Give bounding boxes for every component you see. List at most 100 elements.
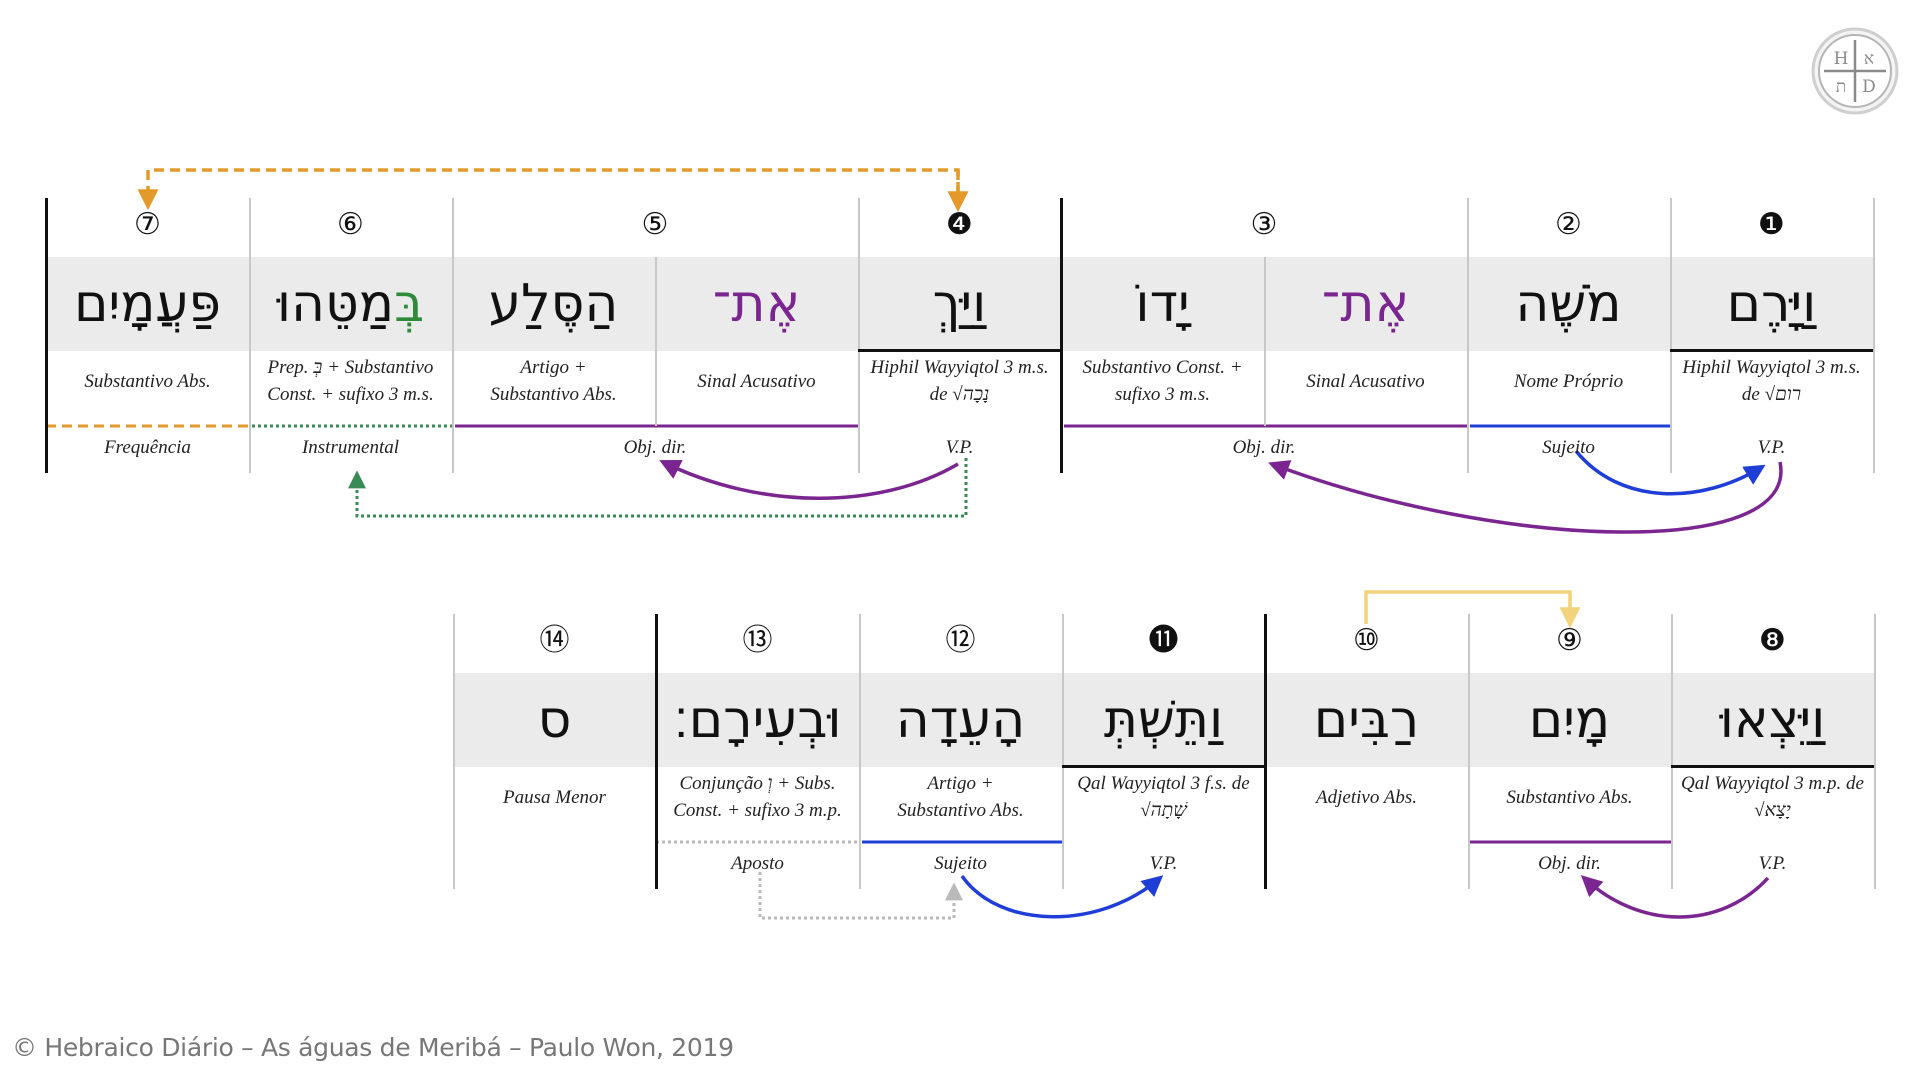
grammar-note: Hiphil Wayyiqtol 3 m.s.de √נָכָה bbox=[858, 351, 1061, 411]
grammar-note: Substantivo Abs. bbox=[1468, 767, 1671, 827]
grammar-note: Qal Wayyiqtol 3 m.p. de√יָצָא bbox=[1671, 767, 1874, 827]
syntactic-function: Instrumental bbox=[301, 437, 400, 458]
column-divider bbox=[1468, 614, 1470, 889]
segment-number: ③ bbox=[1250, 207, 1278, 242]
hebrew-word: הָעֵדָה bbox=[859, 673, 1062, 767]
grammar-line: Substantivo Abs. bbox=[84, 370, 211, 392]
hebrew-word-part: פַּעֲמָיִם bbox=[74, 274, 221, 334]
segment-number: ❽ bbox=[1759, 623, 1786, 658]
segment-number: ⓫ bbox=[1148, 623, 1179, 658]
column-divider bbox=[1467, 198, 1469, 473]
grammar-note: Sinal Acusativo bbox=[655, 351, 858, 411]
syntactic-function: V.P. bbox=[1149, 853, 1178, 874]
segment-number: ⑫ bbox=[945, 623, 976, 658]
syntactic-function: Obj. dir. bbox=[623, 437, 687, 458]
column-divider bbox=[453, 614, 455, 889]
segment-number: ❹ bbox=[946, 207, 973, 242]
grammar-note: Artigo +Substantivo Abs. bbox=[452, 351, 655, 411]
syntactic-function: Aposto bbox=[731, 853, 784, 874]
column-divider bbox=[655, 257, 657, 426]
grammar-note: Qal Wayyiqtol 3 f.s. de√שָׁתָה bbox=[1062, 767, 1265, 827]
logo-letter: א bbox=[1864, 49, 1874, 69]
verb-underline bbox=[1671, 765, 1874, 768]
grammar-line: Substantivo Abs. bbox=[897, 800, 1024, 821]
hebrew-word-part: וַיַּךְ bbox=[932, 274, 987, 334]
verb-underline bbox=[1062, 765, 1265, 768]
grammar-line: Artigo + bbox=[520, 357, 587, 378]
hebrew-word-part: מֹשֶׁה bbox=[1515, 274, 1622, 334]
syntactic-function: Sujeito bbox=[934, 853, 987, 874]
hebrew-word-part: אֶת־ bbox=[1321, 274, 1410, 334]
segment-number: ⑩ bbox=[1353, 623, 1380, 658]
syntactic-function: V.P. bbox=[1758, 853, 1787, 874]
verb-object-arrow bbox=[1268, 460, 1783, 534]
grammar-line: Pausa Menor bbox=[503, 786, 606, 808]
hebrew-word: רַבִּים bbox=[1265, 673, 1468, 767]
logo-emblem: H א ת D bbox=[1811, 27, 1899, 115]
grammar-line: Nome Próprio bbox=[1513, 370, 1624, 392]
hebrew-word: ס bbox=[453, 673, 656, 767]
grammar-lines: Sinal Acusativo bbox=[697, 368, 815, 395]
syntactic-function: V.P. bbox=[1757, 437, 1786, 458]
column-divider bbox=[1873, 198, 1875, 473]
column-divider bbox=[1062, 614, 1064, 889]
verb-object-arrow bbox=[659, 460, 959, 500]
grammar-lines: Substantivo Abs. bbox=[1506, 784, 1632, 811]
grammar-note: Conjunção וְ + Subs.Const. + sufixo 3 m.… bbox=[656, 767, 859, 827]
hebrew-word: וּבְעִירָם׃ bbox=[656, 673, 859, 767]
grammar-note: Hiphil Wayyiqtol 3 m.s.de √רום bbox=[1670, 351, 1873, 411]
hebrew-word: מֹשֶׁה bbox=[1467, 257, 1670, 351]
hebrew-word-part: רַבִּים bbox=[1313, 690, 1420, 750]
subject-verb-arrow bbox=[960, 874, 1164, 919]
segment-number: ② bbox=[1555, 207, 1582, 242]
column-divider bbox=[1264, 257, 1266, 426]
grammar-note: Adjetivo Abs. bbox=[1265, 767, 1468, 827]
hebrew-word: וַתֵּשְׁתְּ bbox=[1062, 673, 1265, 767]
hebrew-word: וַיַּךְ bbox=[858, 257, 1061, 351]
copyright-footer: © Hebraico Diário – As águas de Meribá –… bbox=[12, 1033, 734, 1062]
hebrew-word-part: וַתֵּשְׁתְּ bbox=[1103, 690, 1224, 750]
hebrew-word: וַיֵּצְאוּ bbox=[1671, 673, 1874, 767]
hebrew-word-part: מַטֵּהוּ bbox=[276, 274, 395, 334]
column-divider bbox=[1060, 198, 1063, 473]
grammar-note: Nome Próprio bbox=[1467, 351, 1670, 411]
column-divider bbox=[249, 198, 251, 473]
grammar-line: Qal Wayyiqtol 3 f.s. de bbox=[1077, 773, 1250, 794]
logo-letter: D bbox=[1862, 77, 1876, 97]
column-divider bbox=[452, 198, 454, 473]
grammar-note: Substantivo Const. +sufixo 3 m.s. bbox=[1061, 351, 1264, 411]
grammar-line: de √רום bbox=[1741, 384, 1802, 405]
hebrew-word-part: בְּ bbox=[394, 274, 425, 334]
hebrew-word-part: אֶת־ bbox=[712, 274, 801, 334]
grammar-line: Qal Wayyiqtol 3 m.p. de bbox=[1681, 773, 1864, 794]
segment-number: ⑤ bbox=[641, 207, 669, 242]
hebrew-word-part: יָדוֹ bbox=[1135, 274, 1190, 334]
grammar-note: Artigo +Substantivo Abs. bbox=[859, 767, 1062, 827]
grammar-lines: Qal Wayyiqtol 3 m.p. de√יָצָא bbox=[1681, 770, 1864, 824]
verb-underline bbox=[858, 349, 1061, 352]
grammar-lines: Artigo +Substantivo Abs. bbox=[897, 770, 1023, 824]
grammar-note: Pausa Menor bbox=[453, 767, 656, 827]
grammar-lines: Substantivo Const. +sufixo 3 m.s. bbox=[1082, 354, 1242, 408]
grammar-line: Adjetivo Abs. bbox=[1316, 786, 1417, 808]
segment-number: ⑭ bbox=[539, 623, 570, 658]
segment-number: ⑥ bbox=[337, 207, 364, 242]
grammar-line: Hiphil Wayyiqtol 3 m.s. bbox=[870, 357, 1049, 378]
verb-underline bbox=[1670, 349, 1873, 352]
grammar-line: Const. + sufixo 3 m.s. bbox=[267, 384, 434, 405]
hebrew-word-part: ס bbox=[537, 690, 572, 750]
grammar-lines: Adjetivo Abs. bbox=[1316, 784, 1417, 811]
hebrew-word: הַסֶּלַע bbox=[452, 257, 655, 351]
segment-number: ⑦ bbox=[134, 207, 161, 242]
hebrew-word: בְּמַטֵּהוּ bbox=[249, 257, 452, 351]
hebrew-word-part: מָיִם bbox=[1528, 690, 1611, 750]
segment-number: ❶ bbox=[1758, 207, 1785, 242]
syntactic-function: Obj. dir. bbox=[1538, 853, 1601, 874]
column-divider bbox=[1874, 614, 1876, 889]
syntactic-function: Sujeito bbox=[1542, 437, 1595, 458]
grammar-line: Sinal Acusativo bbox=[1306, 370, 1425, 392]
grammar-lines: Conjunção וְ + Subs.Const. + sufixo 3 m.… bbox=[673, 770, 842, 824]
